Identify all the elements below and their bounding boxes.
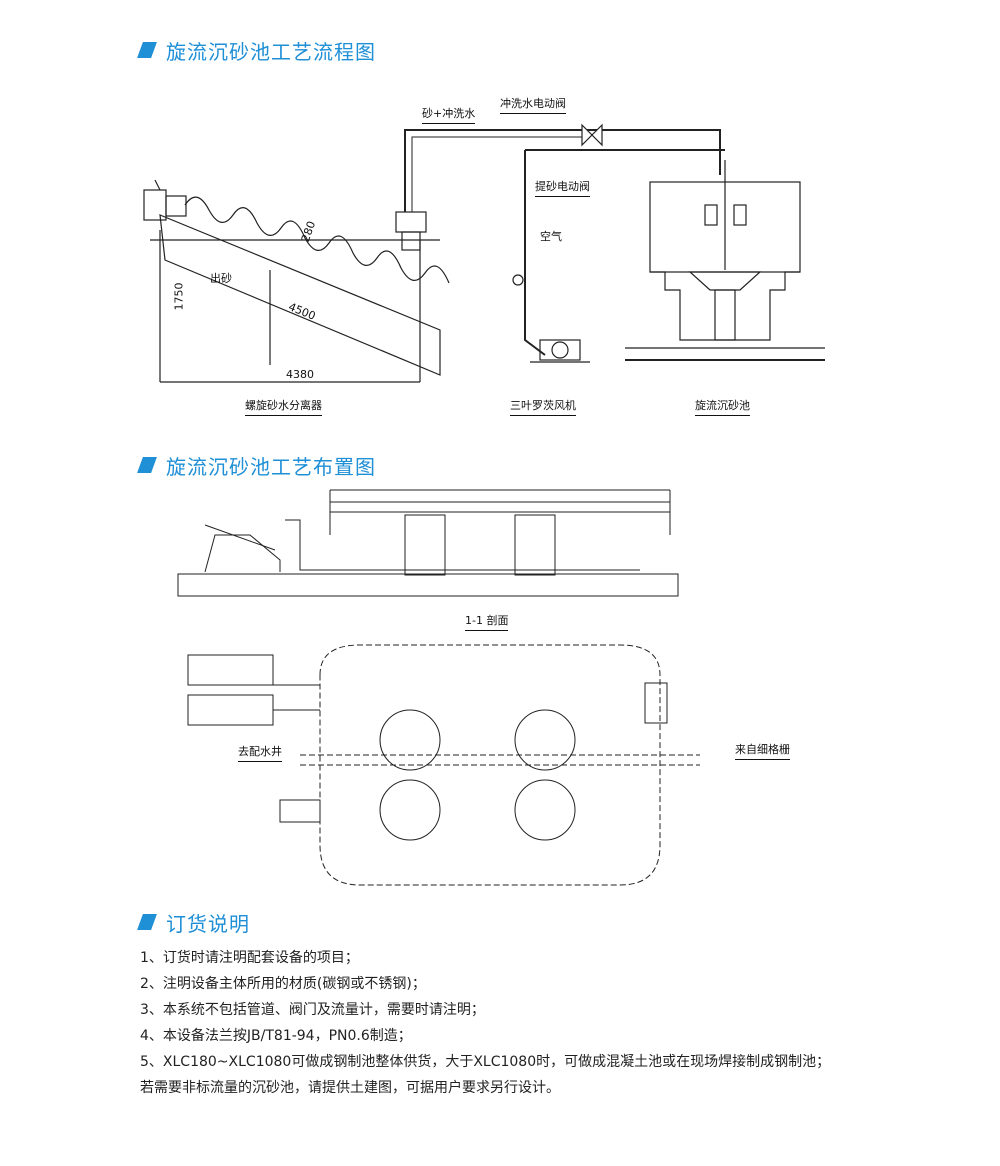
note-2: 2、注明设备主体所用的材质(碳钢或不锈钢)；	[140, 976, 426, 992]
note-5: 5、XLC180~XLC1080可做成钢制池整体供货，大于XLC1080时，可做…	[140, 1054, 831, 1070]
label-from-screen: 来自细格栅	[735, 741, 790, 760]
label-sand-out: 出砂	[210, 272, 232, 285]
note-6: 若需要非标流量的沉砂池，请提供土建图，可据用户要求另行设计。	[140, 1080, 560, 1096]
blower-box-2	[187, 694, 274, 726]
screw-helix	[184, 196, 450, 284]
blower-box-1	[187, 654, 274, 686]
tank-plan-2	[379, 779, 441, 841]
label-flush-valve: 冲洗水电动阀	[500, 95, 566, 114]
tank-1-section	[404, 514, 446, 576]
flow-diagram	[143, 123, 825, 383]
tank-airlift	[714, 289, 736, 341]
tank-cone	[688, 271, 762, 291]
inlet-box	[395, 211, 427, 233]
note-3: 3、本系统不包括管道、阀门及流量计，需要时请注明；	[140, 1002, 485, 1018]
label-to-well: 去配水井	[238, 743, 282, 762]
label-separator: 螺旋砂水分离器	[245, 397, 322, 416]
label-sand-water: 砂+冲洗水	[422, 105, 476, 124]
label-tank: 旋流沉砂池	[695, 397, 750, 416]
tank-plan-3	[514, 709, 576, 771]
label-section: 1-1 剖面	[465, 612, 509, 631]
layout-section-diagram	[177, 489, 679, 597]
section-title: 旋流沉砂池工艺流程图	[166, 39, 376, 64]
blower-body	[539, 339, 581, 361]
air-pipe	[524, 150, 546, 356]
label-dim-1750: 1750	[172, 282, 186, 311]
label-air: 空气	[540, 230, 562, 243]
section-header-order: 订货说明	[137, 907, 250, 937]
grate-left	[279, 799, 321, 823]
section-marker-icon	[137, 457, 157, 473]
section-marker-icon	[137, 914, 157, 930]
label-dim-4380: 4380	[286, 368, 314, 381]
section-title: 订货说明	[166, 911, 250, 936]
air-valve-icon	[512, 274, 524, 286]
flush-pipe	[404, 129, 721, 212]
label-blower: 三叶罗茨风机	[510, 397, 576, 416]
ground-slab	[177, 573, 679, 597]
separator-section	[204, 534, 281, 573]
tank-2-section	[514, 514, 556, 576]
tank-plan-1	[379, 709, 441, 771]
plan-outline	[319, 644, 661, 886]
section-header-layout: 旋流沉砂池工艺布置图	[137, 450, 376, 480]
order-notes: 1、订货时请注明配套设备的项目； 2、注明设备主体所用的材质(碳钢或不锈钢)； …	[140, 945, 940, 1101]
label-lift-valve: 提砂电动阀	[535, 178, 590, 197]
section-header-flow: 旋流沉砂池工艺流程图	[137, 35, 376, 65]
separator-trough	[159, 214, 441, 376]
note-4: 4、本设备法兰按JB/T81-94，PN0.6制造；	[140, 1028, 412, 1044]
section-title: 旋流沉砂池工艺布置图	[166, 454, 376, 479]
layout-plan-diagram	[187, 644, 700, 886]
tank-plan-4	[514, 779, 576, 841]
flush-valve-icon	[581, 123, 603, 147]
grate-right	[644, 682, 668, 724]
note-1: 1、订货时请注明配套设备的项目；	[140, 950, 359, 966]
